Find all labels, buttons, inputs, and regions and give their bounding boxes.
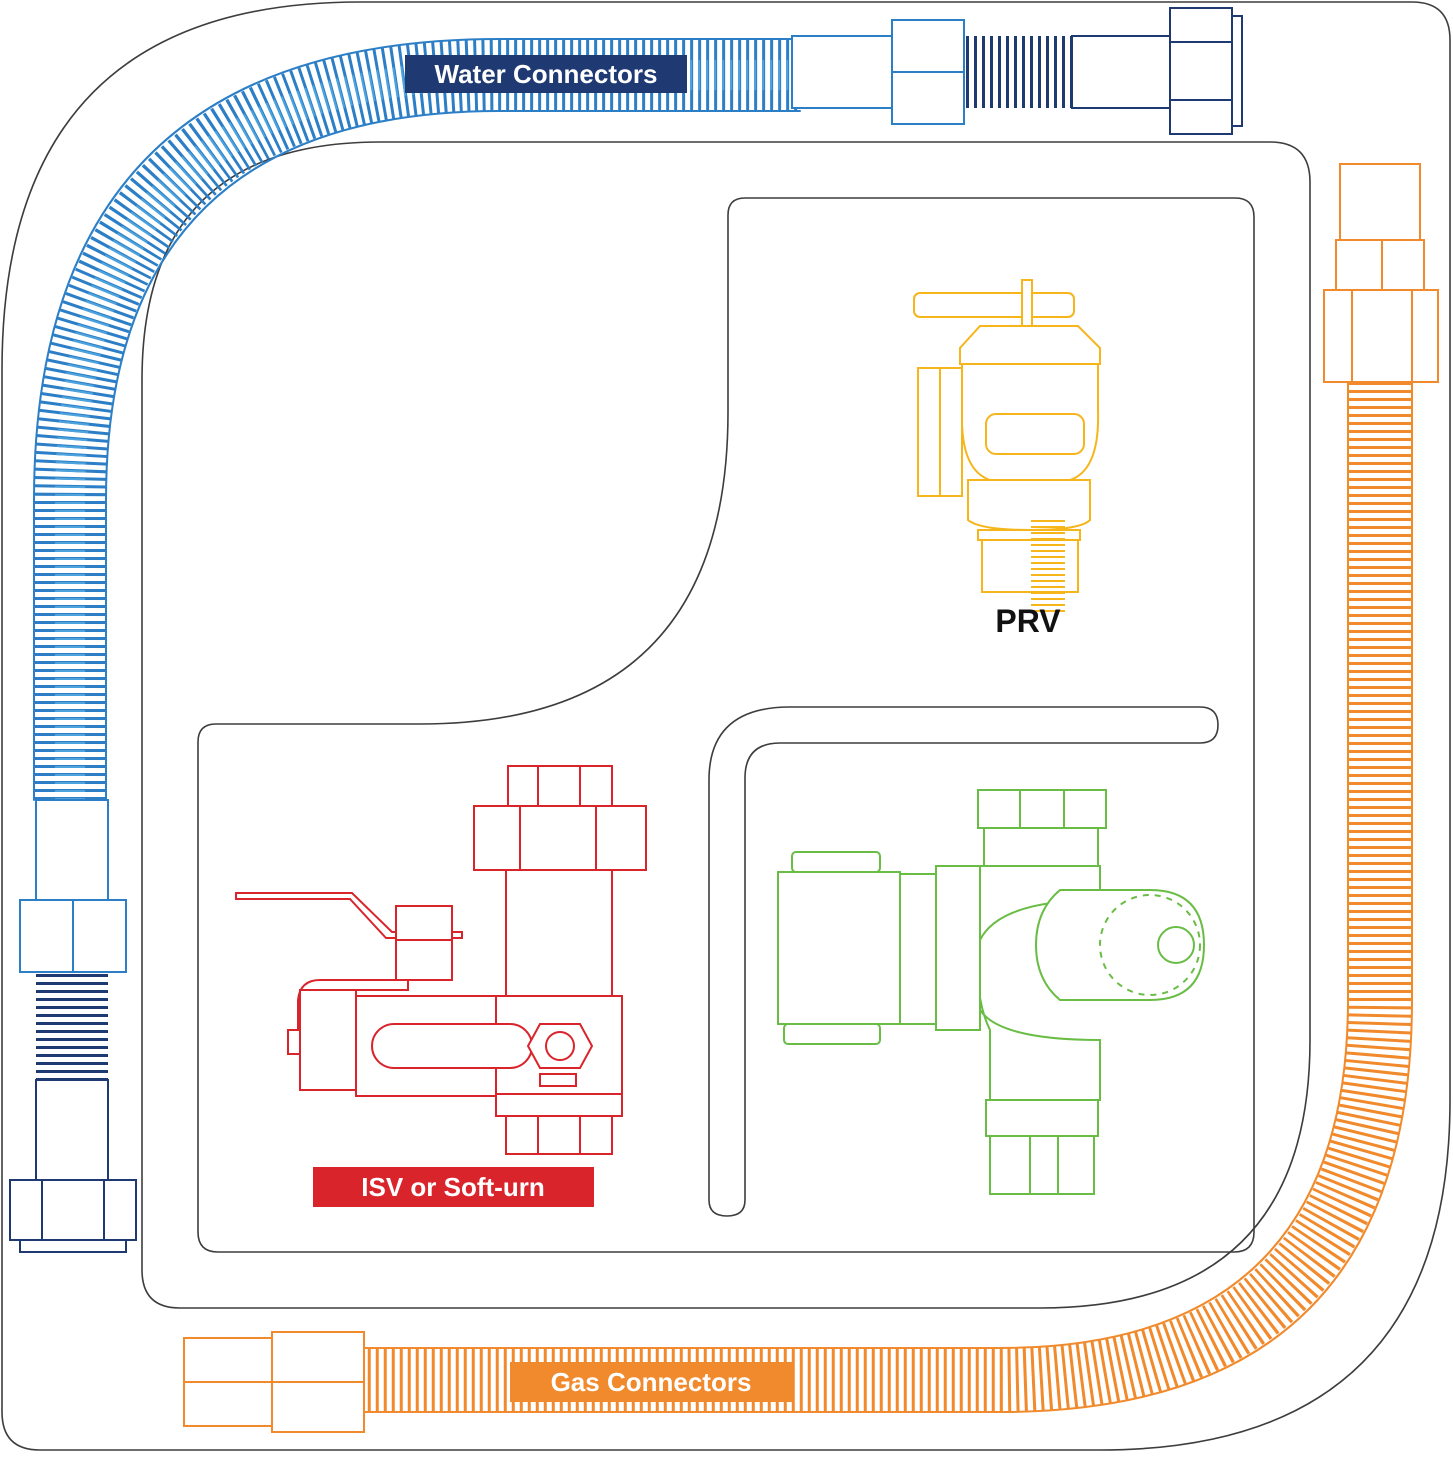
isv-union-nut xyxy=(473,805,647,871)
tee-bottom-thread xyxy=(989,1135,1095,1195)
inner-divider xyxy=(708,706,1219,1217)
tee-top-cap xyxy=(977,789,1107,829)
prv-label: PRV xyxy=(995,603,1061,639)
tee-bottom-collar xyxy=(985,1099,1099,1137)
tee-fitting-icon xyxy=(777,789,1206,1195)
upper-right-pocket xyxy=(197,197,1255,1253)
prv-lever xyxy=(913,292,1075,318)
water-connectors-label: Water Connectors xyxy=(405,55,687,93)
isv-riser xyxy=(505,869,613,999)
gas-connector-hose xyxy=(360,382,1413,1413)
isv-top-cap xyxy=(507,765,613,807)
tee-dome-knob xyxy=(1157,926,1195,964)
gas-right-tube xyxy=(1339,163,1421,241)
prv-valve-icon xyxy=(913,279,1101,612)
water-top-end-nut xyxy=(1169,7,1233,135)
prv-lower-body xyxy=(967,479,1091,532)
tee-body xyxy=(977,865,1101,1101)
gas-connectors-label: Gas Connectors xyxy=(510,1362,792,1402)
isv-bottom-thread xyxy=(505,1115,613,1155)
water-left-tube xyxy=(35,1079,109,1181)
prv-thread-outline xyxy=(981,539,1079,593)
isv-side-port-knob xyxy=(287,1029,301,1055)
water-hose-edge-outer xyxy=(33,38,801,801)
water-connector-hose xyxy=(33,38,801,801)
inner-channel xyxy=(141,141,1311,1309)
prv-stem xyxy=(1021,279,1033,329)
gas-right-nut xyxy=(1323,289,1439,383)
gas-hose-edge-inner xyxy=(360,382,1349,1349)
gas-label-text: Gas Connectors xyxy=(551,1367,752,1397)
tee-side-bottom-cap xyxy=(783,1023,881,1045)
tee-side-cap xyxy=(791,851,881,873)
tee-top-riser xyxy=(983,827,1099,869)
water-hose-body xyxy=(34,39,800,800)
isv-stem-bonnet xyxy=(395,939,453,981)
isv-hex-nut-tab xyxy=(539,1073,577,1087)
water-top-sleeve xyxy=(791,35,893,109)
isv-side-port xyxy=(299,989,357,1091)
isv-stem-nut xyxy=(395,905,453,941)
gas-fittings xyxy=(183,163,1439,1433)
water-left-end-cap xyxy=(19,1239,127,1253)
tee-side-nut xyxy=(935,865,981,1031)
water-top-end-cap xyxy=(1231,15,1243,127)
tee-dome-ring xyxy=(1099,894,1201,996)
gas-label-bg xyxy=(510,1362,792,1402)
water-label-bg xyxy=(405,55,687,93)
water-label-text: Water Connectors xyxy=(435,59,658,89)
isv-label-bg xyxy=(313,1167,594,1207)
isv-label-text: ISV or Soft-urn xyxy=(361,1172,544,1202)
tee-side-collar xyxy=(899,873,937,1025)
water-hose-edge-inner xyxy=(105,110,801,801)
isv-label: ISV or Soft-urn xyxy=(313,1167,594,1207)
prv-cap xyxy=(959,325,1101,365)
water-top-tube xyxy=(1071,35,1171,109)
isv-hex-nut-bore xyxy=(545,1031,575,1061)
gas-hose-edge-outer xyxy=(360,382,1413,1413)
isolation-valve-icon xyxy=(235,765,647,1155)
prv-test-window xyxy=(985,413,1085,455)
water-hose-core xyxy=(55,60,800,800)
water-left-sleeve xyxy=(35,799,109,901)
gas-right-collar xyxy=(1335,239,1425,291)
water-left-fittings xyxy=(9,799,137,1253)
isv-bottom-collar xyxy=(495,1093,623,1117)
isv-ball xyxy=(371,1023,533,1069)
tee-side-body xyxy=(777,871,901,1025)
water-left-end-nut xyxy=(9,1179,137,1241)
water-top-fittings xyxy=(791,7,1243,135)
